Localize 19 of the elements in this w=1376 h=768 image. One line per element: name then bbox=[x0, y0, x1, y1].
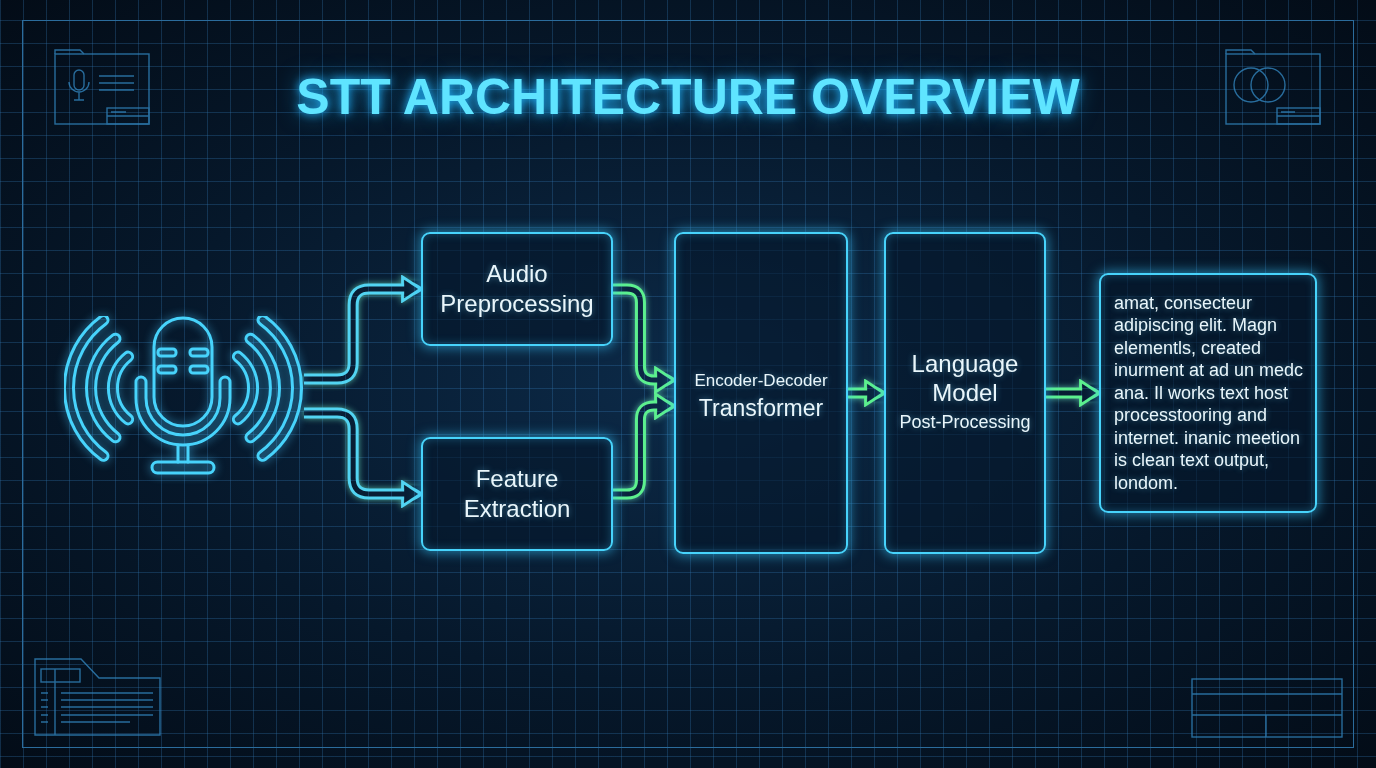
box-label: Transformer bbox=[698, 394, 824, 423]
process-box bbox=[674, 232, 848, 554]
box-label: Audio Preprocessing bbox=[439, 259, 595, 319]
output-text: amat, consecteur adipiscing elit. Magn elementls, created inurment at ad un medc ana. Il works text host processtooring and internet. inanic meetion is clean text output, londom. bbox=[1114, 291, 1305, 495]
box-label: Post-Processing bbox=[899, 411, 1031, 434]
process-box bbox=[421, 437, 613, 551]
arrow bbox=[613, 392, 676, 500]
arrow bbox=[848, 379, 886, 407]
arrow bbox=[1046, 379, 1101, 407]
box-label: Language Model bbox=[910, 349, 1020, 407]
microphone-illustration bbox=[64, 316, 304, 476]
process-box bbox=[421, 232, 613, 346]
box-label: Feature Extraction bbox=[462, 464, 572, 524]
arrow bbox=[304, 407, 423, 508]
output-text-box bbox=[1099, 273, 1317, 513]
box-label: Encoder-Decoder bbox=[694, 370, 828, 392]
arrow bbox=[613, 283, 676, 394]
title: STT ARCHITECTURE OVERVIEW bbox=[296, 68, 1080, 126]
process-box bbox=[884, 232, 1046, 554]
